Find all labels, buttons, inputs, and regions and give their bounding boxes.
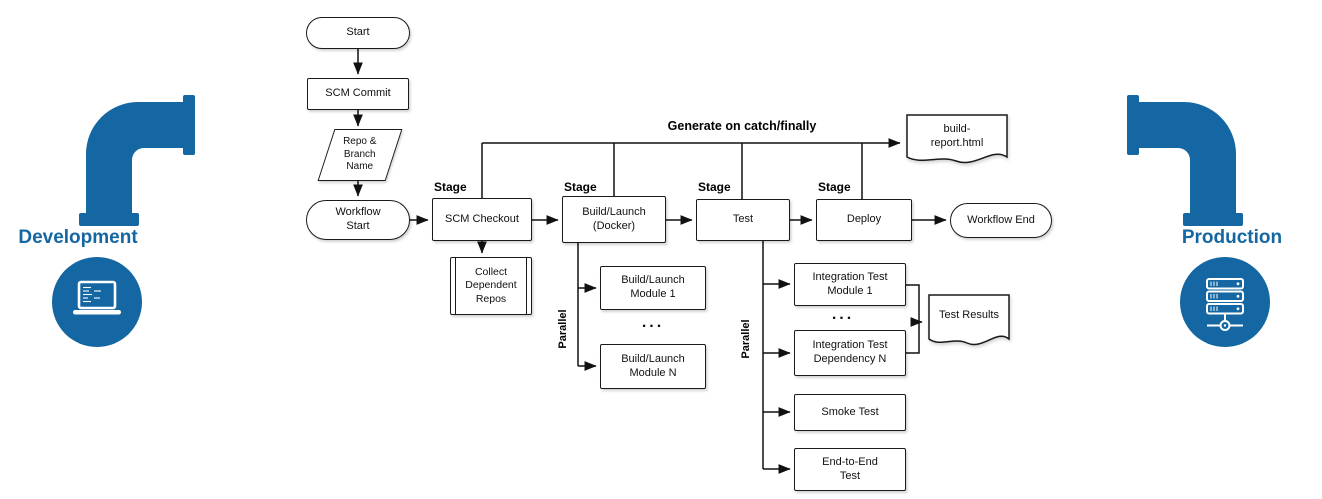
stage-label-checkout: Stage <box>434 180 467 194</box>
start-node: Start <box>306 17 410 49</box>
test-results-label: Test Results <box>939 309 999 321</box>
workflow-end-node: Workflow End <box>950 203 1052 238</box>
integration-tests-ellipsis: ... <box>831 306 855 323</box>
stage-label-test: Stage <box>698 180 731 194</box>
parallel-label-build: Parallel <box>557 309 569 349</box>
production-pipe <box>1127 95 1270 347</box>
scm-checkout-node: SCM Checkout <box>432 198 532 241</box>
deploy-node: Deploy <box>816 199 912 241</box>
integration-dep-n-node: Integration Test Dependency N <box>794 330 906 376</box>
integration-module-1-node: Integration Test Module 1 <box>794 263 906 306</box>
parallel-label-test: Parallel <box>740 319 752 359</box>
test-results-doc: Test Results <box>926 292 1012 354</box>
document-shape <box>906 114 1008 164</box>
connector-arrows <box>353 49 947 474</box>
workflow-start-node: Workflow Start <box>306 200 410 240</box>
pipe-flange-right <box>183 95 195 155</box>
development-badge-circle <box>52 257 142 347</box>
development-label: Development <box>18 227 138 248</box>
build-module-1-node: Build/Launch Module 1 <box>600 266 706 310</box>
production-label: Production <box>1181 227 1283 248</box>
smoke-test-node: Smoke Test <box>794 394 906 431</box>
generate-note: Generate on catch/finally <box>667 119 817 133</box>
pipe-flange-bottom <box>79 213 139 226</box>
build-module-n-node: Build/Launch Module N <box>600 344 706 389</box>
pipe-flange-bottom-right <box>1183 213 1243 226</box>
pipe-elbow-right <box>1136 102 1236 214</box>
test-node: Test <box>696 199 790 241</box>
code-laptop-icon <box>73 280 121 315</box>
collect-repos-node: Collect Dependent Repos <box>450 257 532 315</box>
build-report-doc: build- report.html <box>904 112 1010 172</box>
repo-branch-label: Repo & Branch Name <box>343 136 377 173</box>
server-rack-icon <box>1206 278 1244 331</box>
pipe-elbow-left <box>86 102 186 214</box>
build-launch-node: Build/Launch (Docker) <box>562 196 666 243</box>
e2e-test-node: End-to-End Test <box>794 448 906 491</box>
pipe-flange-left <box>1127 95 1139 155</box>
connector-lines <box>481 143 920 469</box>
stage-label-build: Stage <box>564 180 597 194</box>
build-report-label: build- report.html <box>930 123 984 150</box>
build-modules-ellipsis: ... <box>641 314 665 331</box>
scm-commit-node: SCM Commit <box>307 78 409 110</box>
stage-label-deploy: Stage <box>818 180 851 194</box>
document-shape <box>928 294 1010 346</box>
development-pipe <box>52 95 195 347</box>
